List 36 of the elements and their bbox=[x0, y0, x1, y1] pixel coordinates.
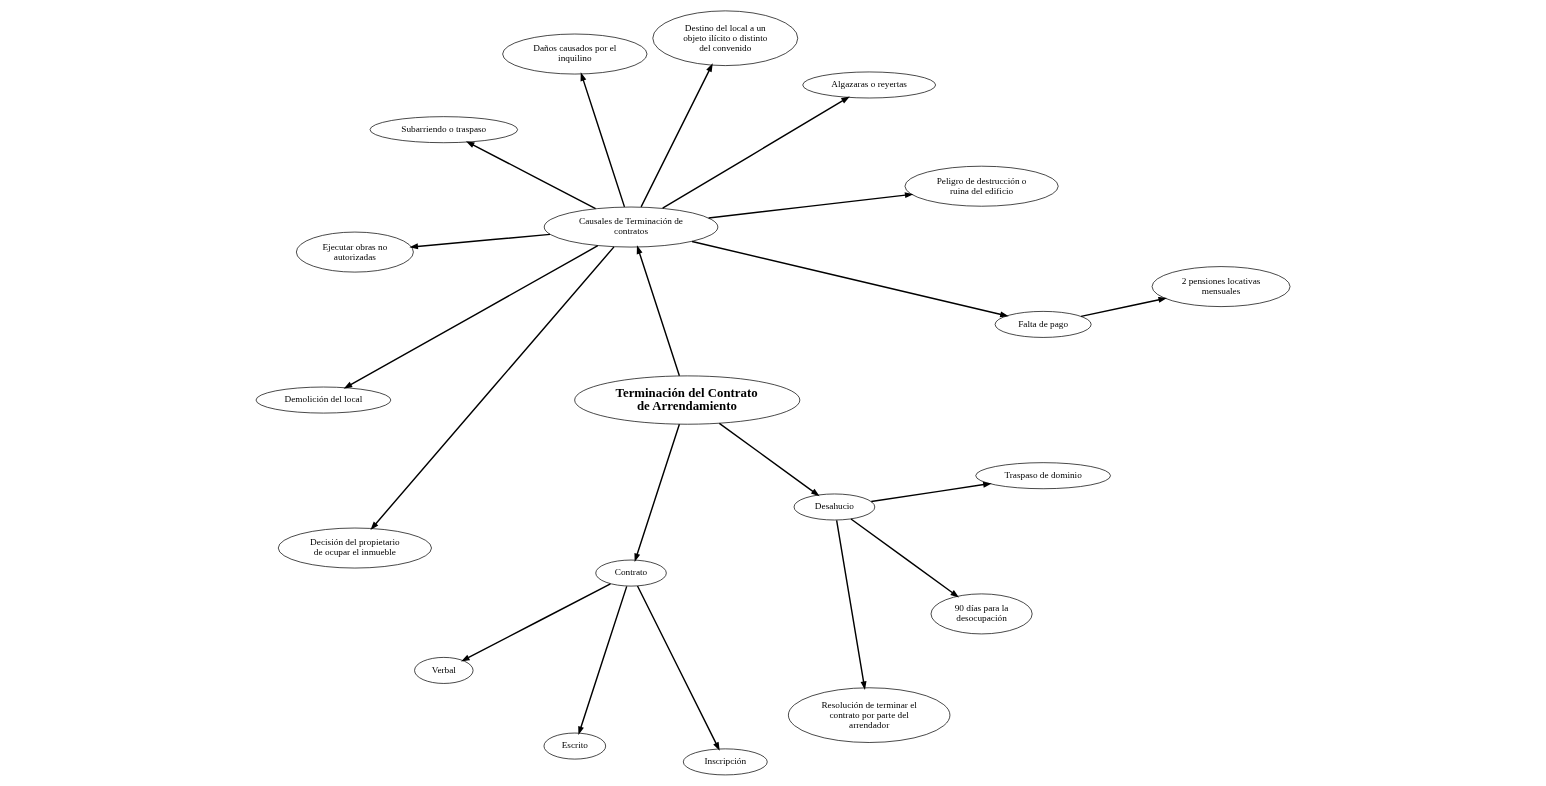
arrow bbox=[1080, 296, 1168, 318]
node-ellipse: Verbal bbox=[414, 657, 474, 684]
arrow bbox=[409, 233, 551, 250]
node-ellipse: 90 días para la desocupación bbox=[930, 593, 1033, 635]
node-ellipse: Daños causados por el inquilino bbox=[502, 33, 648, 75]
arrow bbox=[465, 141, 597, 210]
node-ellipse: Resolución de terminar el contrato por parte del arrendador bbox=[788, 687, 951, 743]
arrow bbox=[691, 240, 1009, 318]
node-ellipse: 2 pensiones locativas mensuales bbox=[1151, 266, 1291, 307]
node-ellipse: Subarriendo o traspaso bbox=[369, 116, 518, 144]
node-ellipse: Contrato bbox=[595, 559, 667, 587]
node-ellipse: Inscripción bbox=[682, 748, 768, 776]
arrow bbox=[343, 245, 599, 389]
node-ellipse: Terminación del Contrato de Arrendamiento bbox=[574, 375, 801, 425]
arrow bbox=[461, 583, 612, 662]
arrow bbox=[640, 63, 713, 208]
arrow bbox=[634, 423, 681, 562]
node-ellipse: Escrito bbox=[543, 732, 607, 760]
node-ellipse: Algazaras o reyertas bbox=[802, 71, 936, 99]
arrow bbox=[578, 585, 628, 736]
node-ellipse: Ejecutar obras no autorizadas bbox=[296, 231, 414, 273]
node-ellipse: Causales de Terminación de contratos bbox=[543, 206, 719, 248]
arrow bbox=[870, 481, 992, 503]
arrow bbox=[835, 519, 867, 690]
arrow bbox=[850, 518, 959, 598]
arrow bbox=[707, 192, 914, 219]
node-ellipse: Desahucio bbox=[793, 493, 876, 521]
node-ellipse: Destino del local a un objeto ilícito o distinto del convenido bbox=[652, 10, 799, 66]
node-ellipse: Demolición del local bbox=[255, 386, 392, 414]
arrow bbox=[370, 246, 615, 530]
arrow bbox=[580, 72, 626, 208]
node-ellipse: Decisión del propietario de ocupar el inmueble bbox=[277, 527, 432, 569]
arrow bbox=[718, 422, 820, 497]
arrow bbox=[636, 585, 720, 751]
arrow bbox=[661, 96, 850, 209]
arrow bbox=[636, 245, 681, 377]
